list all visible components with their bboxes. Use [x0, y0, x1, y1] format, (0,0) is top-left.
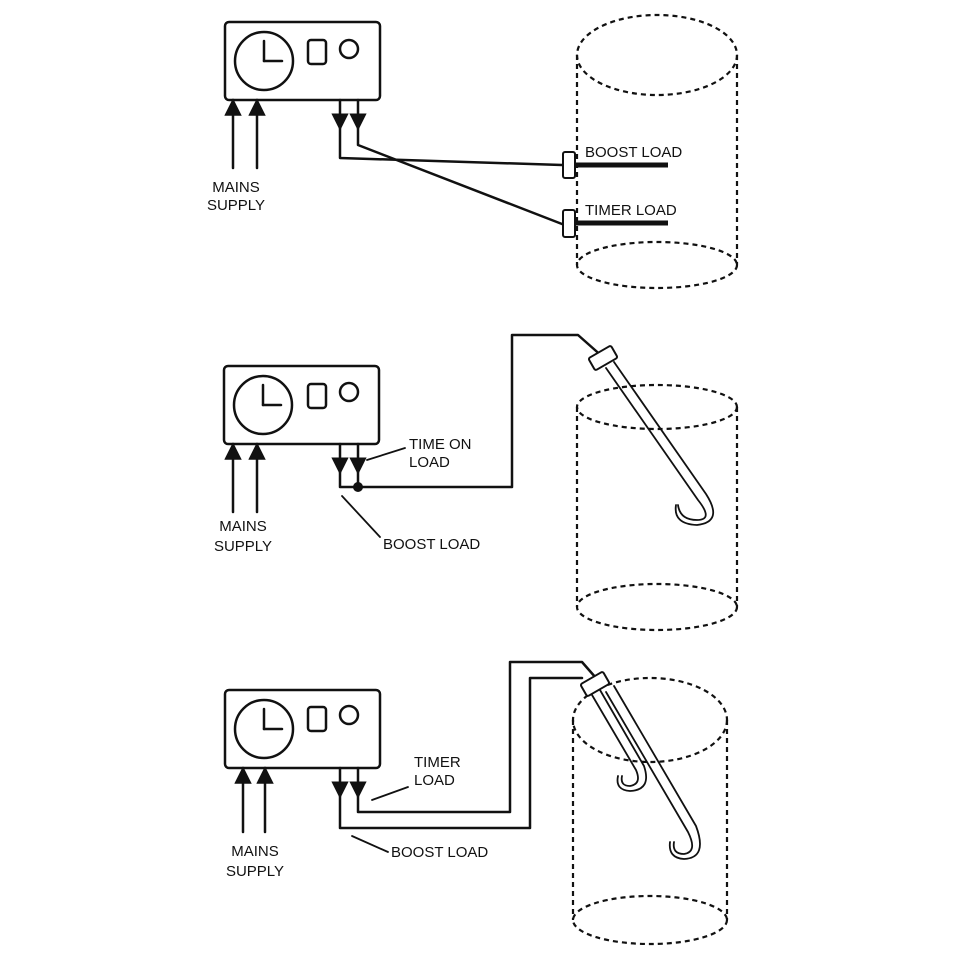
- mains-supply-label-line2: SUPPLY: [214, 538, 272, 555]
- timer-controller: [222, 364, 381, 446]
- clock-icon: [233, 30, 295, 92]
- panel-3: MAINS SUPPLY TIMER LOAD BOOST LOAD: [223, 660, 729, 946]
- timer-immersion-element: [562, 209, 668, 238]
- timer-leader-line: [371, 786, 409, 801]
- boost-wire: [338, 464, 360, 489]
- mains-supply-arrows: [234, 766, 274, 834]
- mains-supply-label: MAINS: [231, 843, 279, 860]
- timer-wire: [356, 660, 598, 814]
- mains-supply-label-line2: SUPPLY: [226, 863, 284, 880]
- boost-wire: [338, 676, 584, 830]
- timer-load-label-line2: LOAD: [414, 772, 455, 789]
- hot-water-cylinder: [571, 676, 729, 946]
- hot-water-cylinder: [575, 13, 739, 290]
- dual-immersion-element: [587, 345, 715, 526]
- boost-button-icon: [306, 705, 328, 733]
- mains-supply-label: MAINS: [212, 179, 260, 196]
- timer-controller: [223, 20, 382, 102]
- element-head: [579, 671, 611, 697]
- time-on-load-label-line2: LOAD: [409, 454, 450, 471]
- mains-supply-arrows: [224, 98, 266, 170]
- boost-button-icon: [306, 38, 328, 66]
- panel-2: MAINS SUPPLY TIME ON LOAD BOOST LOAD: [214, 333, 739, 632]
- boost-wire: [338, 120, 564, 167]
- combined-supply-wire: [356, 333, 606, 489]
- clock-icon: [233, 698, 295, 760]
- time-on-load-label: TIME ON: [409, 436, 472, 453]
- mains-supply-label-line2: SUPPLY: [207, 197, 265, 214]
- timer-load-label: TIMER LOAD: [585, 202, 677, 219]
- junction-dot: [353, 482, 363, 492]
- timer-controller: [223, 688, 382, 770]
- time-on-leader-line: [366, 447, 406, 461]
- timer-load-label: TIMER: [414, 754, 461, 771]
- output-arrows: [331, 766, 367, 799]
- mains-supply-label: MAINS: [219, 518, 267, 535]
- short-immersion-element: [591, 689, 648, 792]
- long-immersion-element: [605, 685, 701, 860]
- timer-wire: [356, 120, 564, 226]
- hot-water-cylinder: [575, 383, 739, 632]
- boost-load-label: BOOST LOAD: [585, 144, 682, 161]
- boost-leader-line: [351, 835, 389, 853]
- boost-immersion-element: [562, 151, 668, 179]
- mains-supply-arrows: [224, 442, 266, 514]
- output-arrows: [331, 98, 367, 131]
- output-arrows: [331, 442, 367, 475]
- indicator-lamp-icon: [338, 381, 360, 403]
- boost-load-label: BOOST LOAD: [391, 844, 488, 861]
- panel-1: MAINS SUPPLY BOOST LOAD TIMER LOAD: [207, 13, 739, 290]
- boost-load-label: BOOST LOAD: [383, 536, 480, 553]
- boost-button-icon: [306, 382, 328, 410]
- indicator-lamp-icon: [338, 704, 360, 726]
- indicator-lamp-icon: [338, 38, 360, 60]
- boost-leader-line: [341, 495, 381, 538]
- clock-icon: [232, 374, 294, 436]
